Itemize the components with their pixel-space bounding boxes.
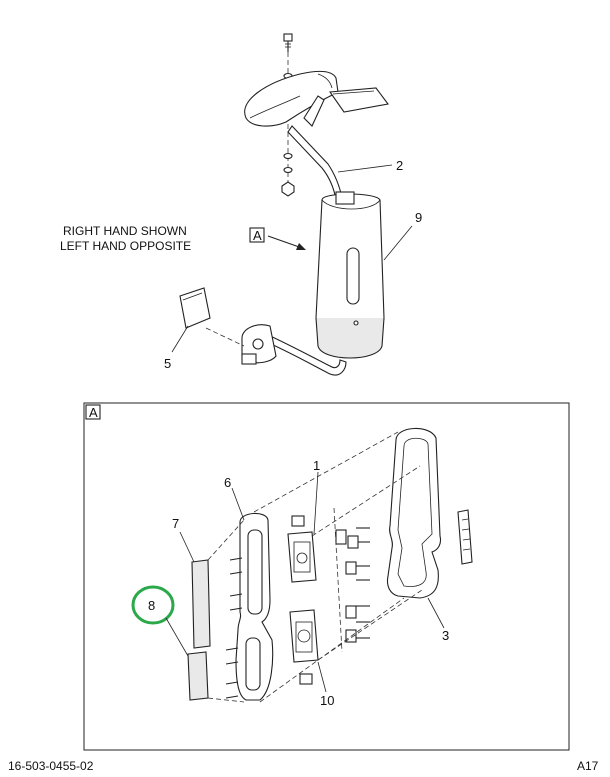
callout-1: 1	[313, 458, 320, 473]
bracket-brace	[303, 95, 325, 127]
callout-5: 5	[164, 356, 171, 371]
callout-2: 2	[396, 158, 403, 173]
screws	[225, 527, 370, 699]
detail-a-tag	[85, 404, 101, 420]
exploded-view	[179, 427, 473, 703]
callout-6: 6	[224, 475, 231, 490]
mirror-head	[315, 191, 385, 359]
motor-plate-lower	[289, 609, 319, 663]
callout-10: 10	[320, 693, 334, 708]
lower-mount-bracket	[241, 324, 277, 365]
callout-9: 9	[415, 210, 422, 225]
hex-nut	[281, 181, 295, 197]
callout-7: 7	[172, 516, 179, 531]
upper-bracket	[244, 70, 339, 127]
lower-arm	[261, 333, 347, 376]
highlight-circle	[131, 585, 175, 625]
drawing-number: 16-503-0455-02	[8, 759, 94, 773]
detail-a-frame	[83, 402, 570, 751]
mirror-lens-slot	[346, 247, 360, 305]
washer	[283, 166, 293, 174]
upper-assembly	[171, 33, 413, 376]
page-ref: A17	[577, 759, 599, 773]
callout-3: 3	[442, 628, 449, 643]
view-a-marker	[249, 227, 265, 243]
mirror-arm	[287, 125, 343, 201]
washer	[283, 152, 293, 160]
note-line-2: LEFT HAND OPPOSITE	[60, 239, 191, 253]
view-ref-label: A	[253, 228, 262, 243]
detail-a-label: A	[89, 405, 98, 420]
mount-cover	[179, 287, 211, 329]
callout-8: 8	[148, 598, 155, 613]
motor-plate-upper	[287, 531, 317, 583]
main-mirror-glass	[191, 559, 211, 649]
bracket-foot-pad	[329, 87, 389, 113]
arm-clamp	[335, 191, 355, 205]
housing-back	[386, 427, 442, 599]
note-line-1: RIGHT HAND SHOWN	[63, 224, 187, 238]
bezel-frame	[235, 512, 274, 701]
heater-strip	[457, 509, 473, 565]
mounting-bolt	[283, 33, 293, 52]
convex-mirror-glass	[187, 651, 209, 701]
